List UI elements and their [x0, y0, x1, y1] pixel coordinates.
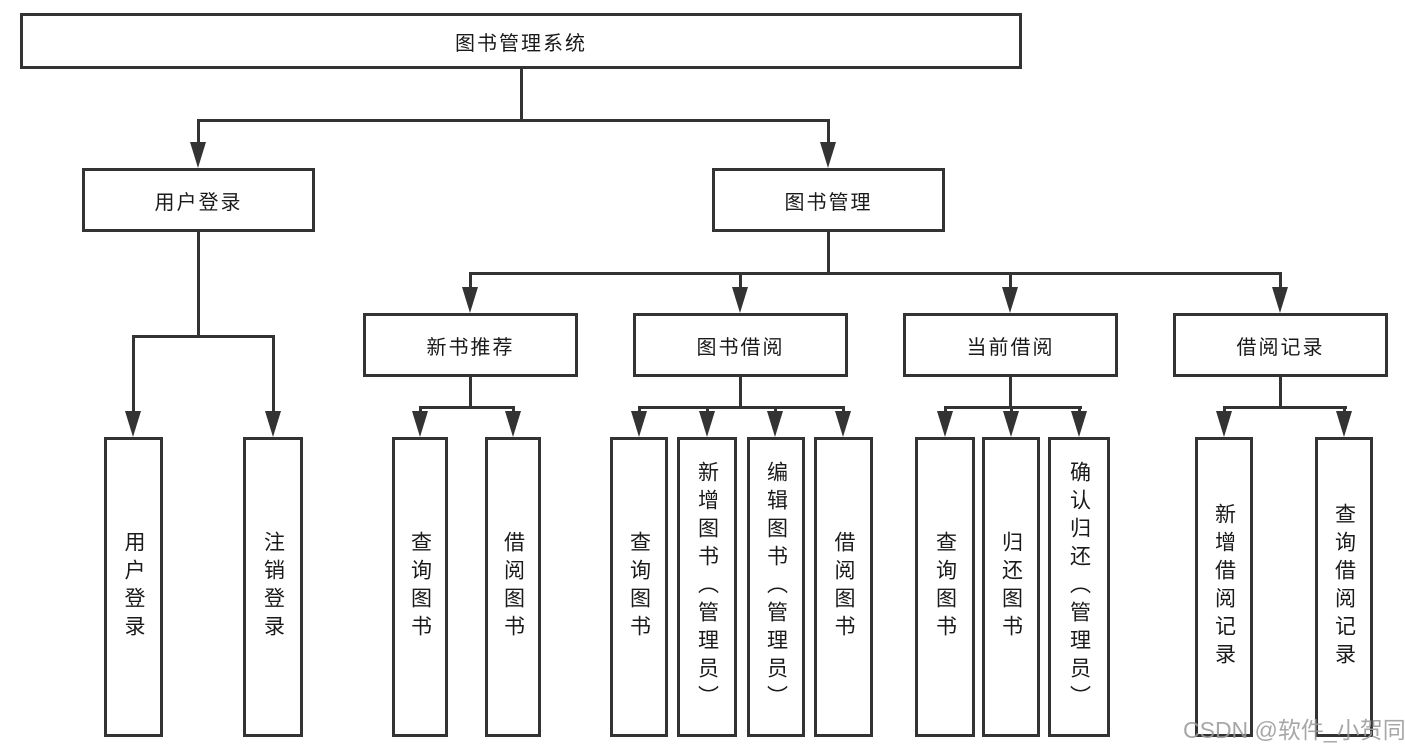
arrow-down-icon [462, 287, 478, 313]
arrow-down-icon [1002, 287, 1018, 313]
leaf-newbooks-borrow-book-label: 借阅图书 [501, 531, 525, 643]
connector-line [1278, 273, 1282, 289]
leaf-add-book-admin: 新增图书（管理员） [677, 437, 737, 737]
arrow-down-icon [1216, 411, 1232, 437]
leaf-current-query-book: 查询图书 [915, 437, 975, 737]
node-new-book-recommend-label: 新书推荐 [426, 336, 515, 359]
leaf-add-borrow-record-label: 新增借阅记录 [1212, 503, 1236, 671]
connector-line [468, 377, 472, 407]
connector-line [1222, 407, 1226, 413]
arrow-down-icon [699, 411, 715, 437]
connector-line [131, 334, 275, 338]
connector-line [637, 407, 641, 413]
node-book-management: 图书管理 [712, 168, 945, 232]
leaf-borrow-query-book: 查询图书 [610, 437, 668, 737]
arrow-down-icon [190, 142, 206, 168]
node-book-borrow-label: 图书借阅 [696, 336, 785, 359]
connector-line [841, 407, 845, 413]
connector-line [511, 407, 515, 413]
connector-line [826, 232, 830, 273]
connector-line [418, 405, 515, 409]
leaf-user-login: 用户登录 [104, 437, 163, 737]
arrow-down-icon [1336, 411, 1352, 437]
node-user-login: 用户登录 [82, 168, 315, 232]
connector-line [519, 69, 523, 120]
connector-line [1077, 407, 1081, 413]
leaf-borrow-query-book-label: 查询图书 [627, 531, 651, 643]
leaf-user-login-label: 用户登录 [122, 531, 145, 643]
connector-line [1008, 273, 1012, 289]
connector-line [131, 336, 135, 413]
connector-line [705, 407, 709, 413]
node-library-system-label: 图书管理系统 [455, 32, 587, 55]
arrow-down-icon [505, 411, 521, 437]
arrow-down-icon [732, 287, 748, 313]
connector-line [196, 120, 200, 144]
leaf-current-query-book-label: 查询图书 [933, 531, 957, 643]
leaf-newbooks-query-book: 查询图书 [392, 437, 448, 737]
leaf-return-book-label: 归还图书 [999, 531, 1023, 643]
node-book-borrow: 图书借阅 [633, 313, 848, 377]
leaf-logout-label: 注销登录 [261, 531, 285, 643]
leaf-newbooks-query-book-label: 查询图书 [408, 531, 432, 643]
node-library-system: 图书管理系统 [20, 13, 1022, 69]
leaf-confirm-return-admin: 确认归还（管理员） [1048, 437, 1110, 737]
leaf-borrow-borrow-book: 借阅图书 [814, 437, 873, 737]
node-current-borrow-label: 当前借阅 [966, 336, 1055, 359]
connector-line [418, 407, 422, 413]
connector-line [943, 405, 1082, 409]
arrow-down-icon [937, 411, 953, 437]
leaf-query-borrow-record: 查询借阅记录 [1315, 437, 1373, 737]
connector-line [738, 377, 742, 407]
connector-line [468, 271, 1282, 275]
leaf-query-borrow-record-label: 查询借阅记录 [1332, 503, 1356, 671]
connector-line [468, 273, 472, 289]
arrow-down-icon [631, 411, 647, 437]
connector-line [196, 118, 830, 122]
connector-line [1222, 405, 1347, 409]
connector-line [196, 232, 200, 336]
connector-line [1008, 377, 1012, 407]
leaf-confirm-return-admin-label: 确认归还（管理员） [1067, 461, 1091, 713]
node-current-borrow: 当前借阅 [903, 313, 1118, 377]
arrow-down-icon [412, 411, 428, 437]
connector-line [1278, 377, 1282, 407]
leaf-edit-book-admin: 编辑图书（管理员） [747, 437, 805, 737]
leaf-add-book-admin-label: 新增图书（管理员） [695, 461, 719, 713]
leaf-edit-book-admin-label: 编辑图书（管理员） [764, 461, 788, 713]
leaf-add-borrow-record: 新增借阅记录 [1195, 437, 1253, 737]
connector-line [271, 336, 275, 413]
arrow-down-icon [265, 411, 281, 437]
connector-line [1009, 407, 1013, 413]
connector-line [943, 407, 947, 413]
node-book-management-label: 图书管理 [784, 191, 873, 214]
node-new-book-recommend: 新书推荐 [363, 313, 578, 377]
leaf-borrow-borrow-book-label: 借阅图书 [832, 531, 855, 643]
arrow-down-icon [767, 411, 783, 437]
leaf-return-book: 归还图书 [982, 437, 1040, 737]
connector-line [826, 120, 830, 144]
arrow-down-icon [835, 411, 851, 437]
arrow-down-icon [1071, 411, 1087, 437]
arrow-down-icon [820, 142, 836, 168]
arrow-down-icon [1272, 287, 1288, 313]
node-borrow-records-label: 借阅记录 [1236, 336, 1325, 359]
connector-line [1342, 407, 1346, 413]
connector-line [738, 273, 742, 289]
leaf-newbooks-borrow-book: 借阅图书 [485, 437, 541, 737]
connector-line [773, 407, 777, 413]
csdn-watermark: CSDN @软件_小贺同学 [1183, 717, 1405, 743]
connector-line [637, 405, 845, 409]
arrow-down-icon [1003, 411, 1019, 437]
arrow-down-icon [125, 411, 141, 437]
node-user-login-label: 用户登录 [154, 191, 243, 214]
node-borrow-records: 借阅记录 [1173, 313, 1388, 377]
leaf-logout: 注销登录 [243, 437, 303, 737]
